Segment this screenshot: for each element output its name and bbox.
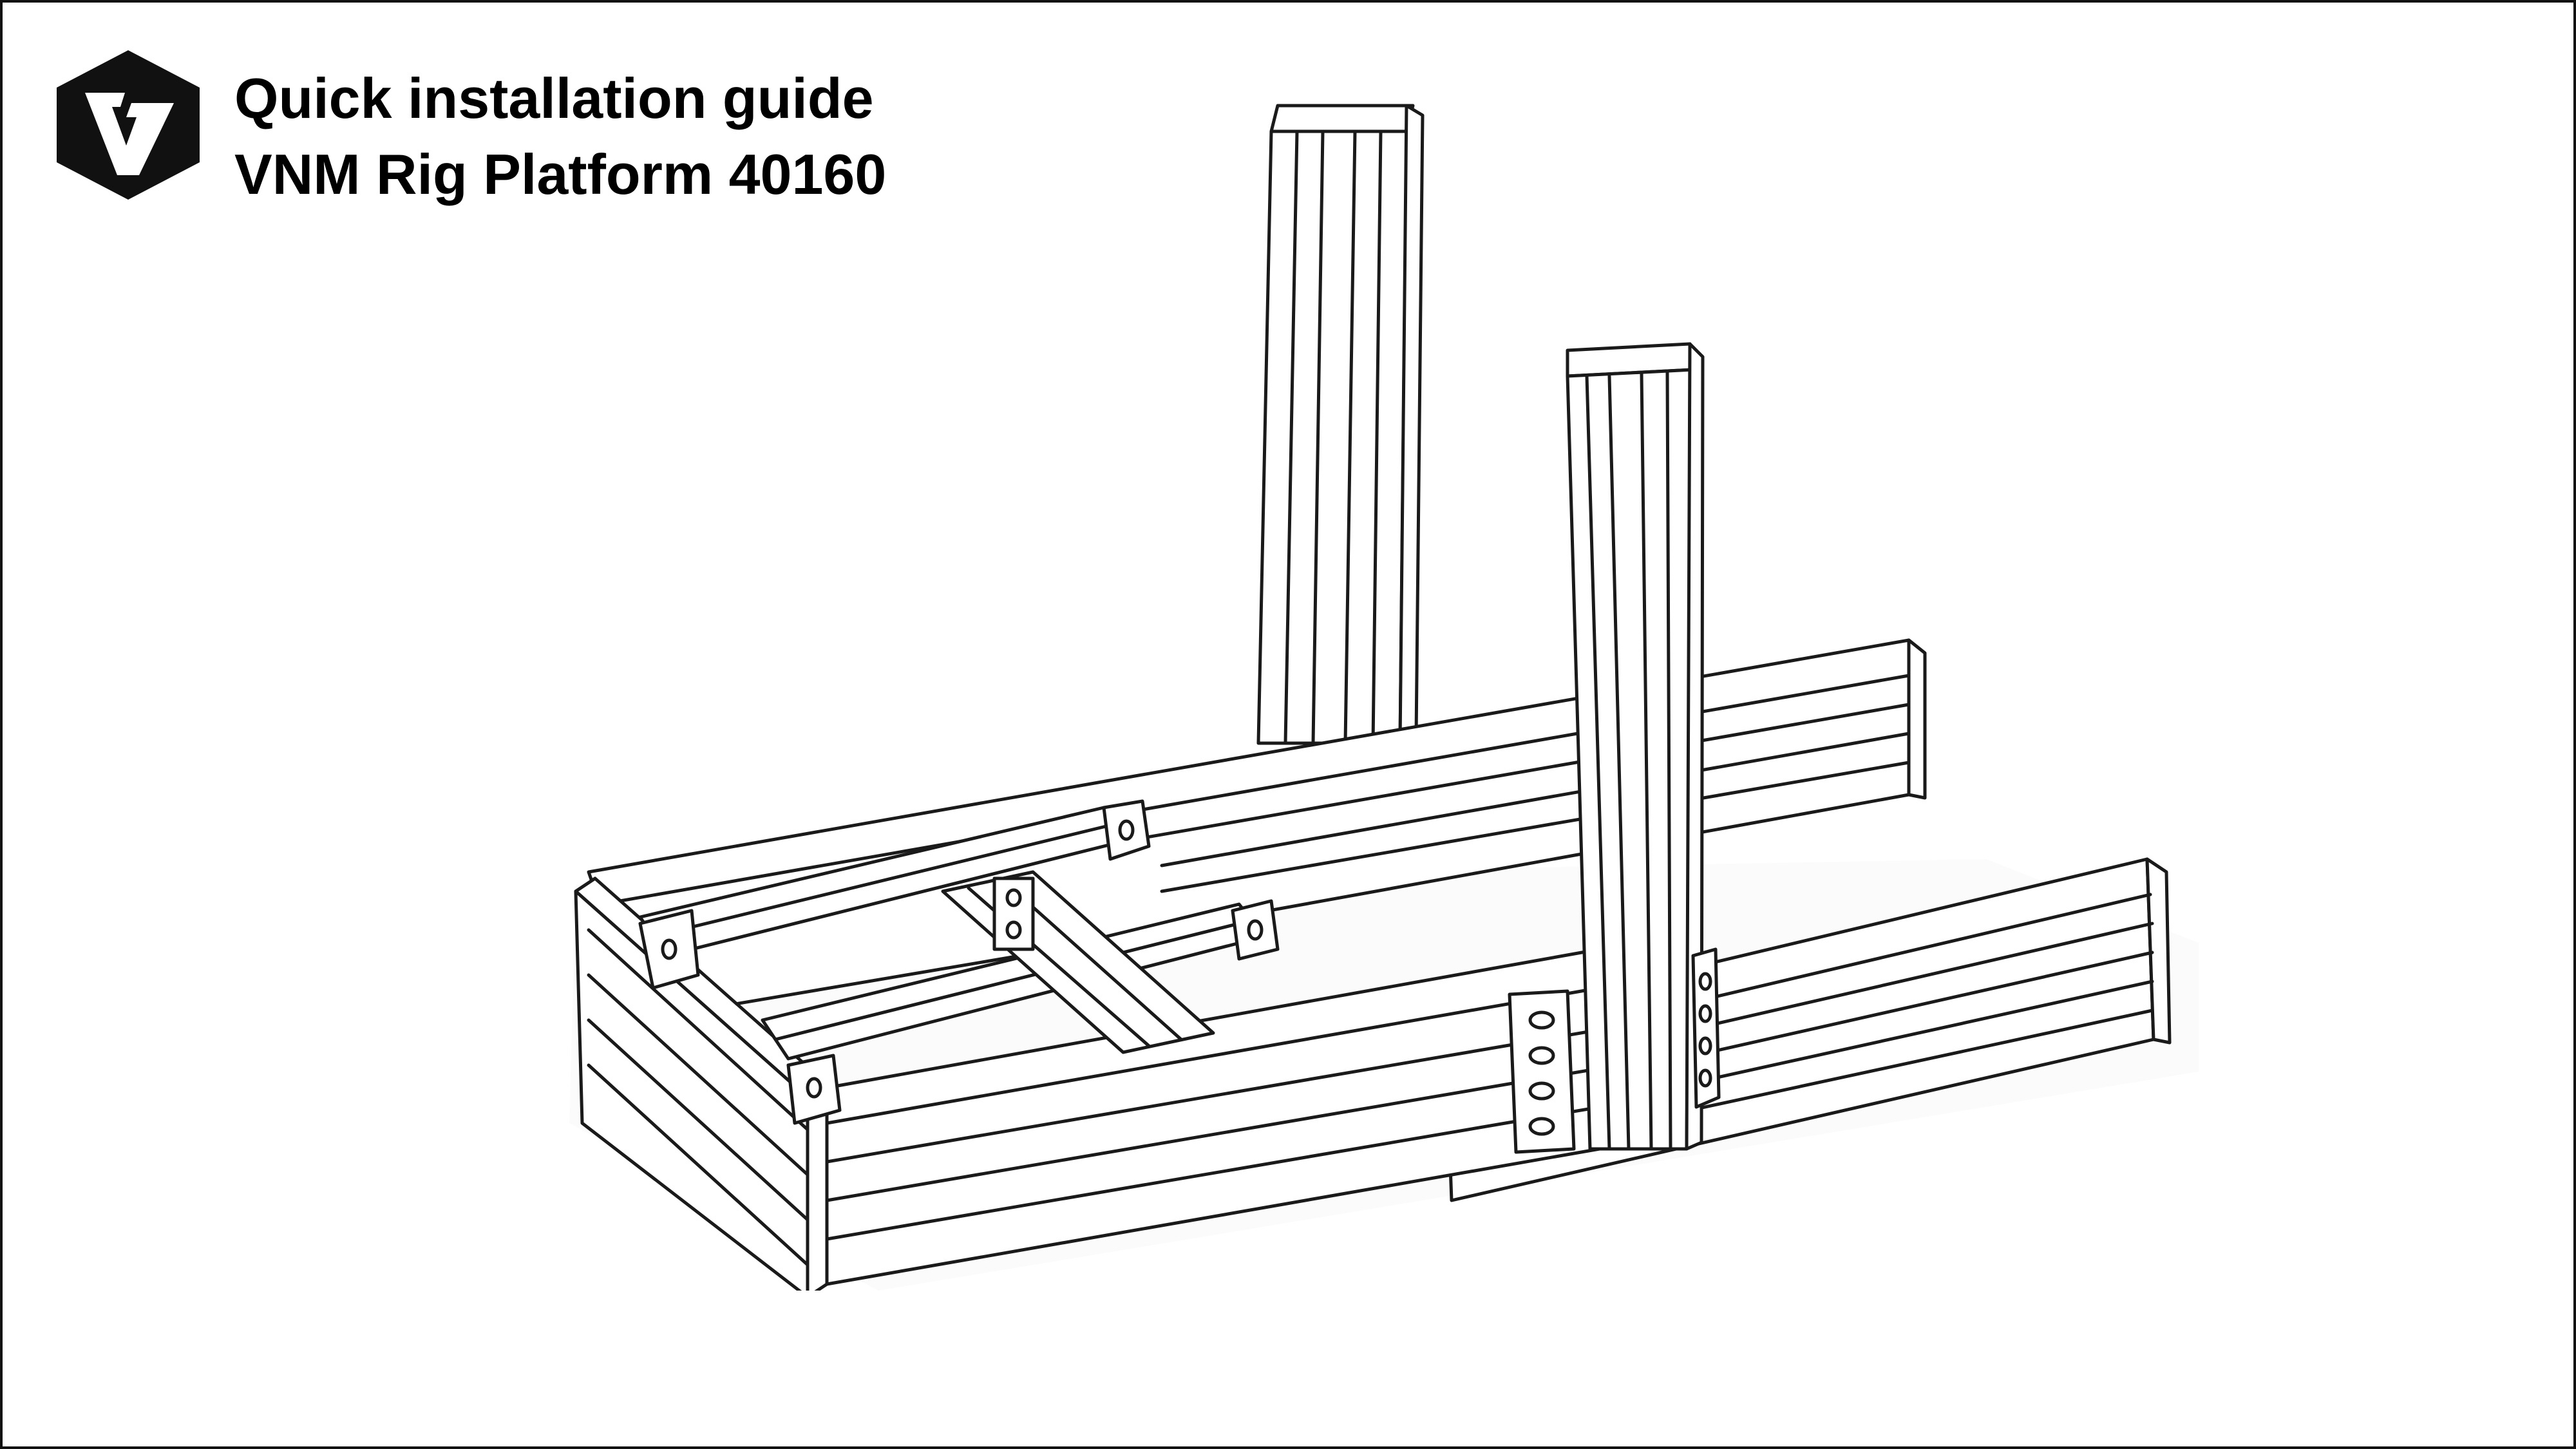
front-lower-beam xyxy=(825,947,1602,1286)
angle-brackets xyxy=(638,799,1280,1125)
rig-frame-illustration xyxy=(569,104,2199,1291)
rear-upright-profile xyxy=(1256,104,1425,745)
guide-title-line-2: VNM Rig Platform 40160 xyxy=(234,142,887,206)
guide-title: Quick installation guide VNM Rig Platfor… xyxy=(234,61,886,213)
vnm-logo-icon xyxy=(57,50,200,200)
guide-title-line-1: Quick installation guide xyxy=(234,66,874,130)
side-frame-profile xyxy=(574,876,829,1291)
front-upright-profile xyxy=(1566,342,1705,1151)
upright-mount-plates xyxy=(1508,947,1721,1154)
